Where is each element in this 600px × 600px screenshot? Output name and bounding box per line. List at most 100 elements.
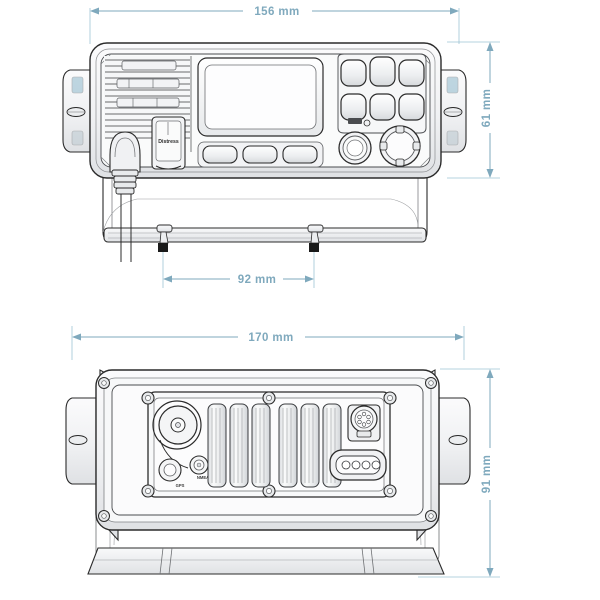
rear-left-knob bbox=[68, 435, 88, 445]
antenna-connector bbox=[152, 400, 202, 469]
distress-cover-inner bbox=[155, 120, 182, 162]
gps-label: GPS bbox=[176, 483, 185, 488]
accessory-pin-3 bbox=[361, 460, 371, 470]
softkey-button-1[interactable] bbox=[202, 145, 238, 164]
power-pin-1 bbox=[361, 411, 367, 417]
fin-5-body bbox=[300, 403, 320, 488]
corner-mark-br bbox=[419, 156, 431, 168]
bracket-curve-guide bbox=[102, 198, 419, 233]
nmea-label: NMEA bbox=[197, 475, 209, 480]
keypad-button-6[interactable] bbox=[398, 93, 425, 121]
corner-screw-bl-inner bbox=[101, 513, 107, 519]
right-bracket-tab-lower bbox=[446, 130, 459, 146]
antenna-pin bbox=[175, 422, 181, 428]
front-brand-mark bbox=[348, 118, 371, 127]
volume-knob[interactable] bbox=[338, 131, 372, 165]
keypad-button-3[interactable] bbox=[398, 59, 425, 87]
front-left-side-bracket bbox=[62, 69, 91, 153]
channel-knob-detent-bottom bbox=[395, 158, 405, 167]
power-pin-2 bbox=[366, 414, 371, 420]
front-mounting-bracket bbox=[102, 105, 428, 252]
fin-1-body bbox=[207, 403, 227, 488]
fin-5 bbox=[300, 403, 320, 488]
corner-mark-bl bbox=[100, 156, 112, 168]
channel-knob-detent-top bbox=[395, 125, 405, 134]
panel-screw-tl-inner bbox=[145, 395, 151, 401]
dimension-91mm: 91 mm bbox=[418, 368, 500, 578]
corner-screw-br-inner bbox=[428, 513, 434, 519]
channel-knob-mid bbox=[384, 130, 416, 162]
gps-connector-inner bbox=[163, 463, 177, 477]
keypad-button-5[interactable] bbox=[369, 93, 396, 121]
keypad bbox=[337, 53, 427, 134]
power-pin-4 bbox=[361, 422, 367, 427]
channel-knob[interactable] bbox=[379, 125, 421, 167]
dimension-label-61: 61 mm bbox=[481, 89, 493, 127]
fin-3-body bbox=[251, 403, 271, 488]
left-bracket-tab-lower bbox=[71, 130, 84, 146]
right-bracket-tab-upper bbox=[446, 76, 459, 94]
dimension-label-156: 156 mm bbox=[254, 6, 299, 18]
mic-strain-relief-3 bbox=[113, 181, 137, 189]
display-screen bbox=[204, 64, 317, 130]
distress-label: Distress bbox=[158, 139, 179, 145]
keypad-button-2[interactable] bbox=[369, 56, 396, 87]
accessory-pin-1 bbox=[341, 460, 351, 470]
rear-base-rib-left2 bbox=[168, 547, 173, 575]
softkey-button-2[interactable] bbox=[242, 145, 278, 164]
mounting-foot-right bbox=[307, 224, 324, 252]
accessory-pin-2 bbox=[351, 460, 361, 470]
dimension-label-170: 170 mm bbox=[248, 332, 293, 344]
lcd-display bbox=[197, 57, 324, 137]
distress-button[interactable]: Distress bbox=[151, 116, 186, 170]
rear-base-rib-right bbox=[361, 547, 366, 575]
power-connector bbox=[347, 404, 381, 442]
dimension-156mm: 156 mm bbox=[89, 6, 460, 44]
mounting-screw-left bbox=[158, 243, 168, 252]
nmea-connector: NMEA bbox=[189, 455, 209, 480]
foot-pad-left bbox=[156, 224, 173, 233]
front-view: 156 mm 61 mm bbox=[62, 6, 500, 288]
mounting-screw-right bbox=[309, 243, 319, 252]
power-pin-3 bbox=[366, 419, 371, 425]
power-pin-6 bbox=[357, 414, 362, 420]
body-inner-edge bbox=[95, 48, 436, 173]
fin-3 bbox=[251, 403, 271, 488]
power-connector-key bbox=[356, 430, 372, 438]
panel-screw-tr-inner bbox=[387, 395, 393, 401]
antenna-ring-sweep bbox=[159, 439, 189, 469]
panel-screw-bc-inner bbox=[266, 488, 272, 494]
dimension-61mm: 61 mm bbox=[447, 41, 500, 179]
mic-connector-inner bbox=[114, 137, 136, 158]
corner-screw-tl-inner bbox=[101, 380, 107, 386]
mounting-foot-left bbox=[156, 224, 173, 252]
rear-connector-panel: GPS NMEA bbox=[141, 391, 397, 498]
keypad-button-1[interactable] bbox=[340, 59, 367, 87]
grille-relief-3 bbox=[116, 97, 180, 108]
left-bracket-tab-upper bbox=[71, 76, 84, 94]
dimension-170mm: 170 mm bbox=[71, 326, 465, 360]
volume-knob-inner bbox=[346, 139, 364, 157]
rear-right-knob bbox=[448, 435, 468, 445]
power-pin-5 bbox=[357, 419, 362, 425]
dimension-92mm: 92 mm bbox=[162, 252, 315, 288]
panel-screw-bl-inner bbox=[145, 488, 151, 494]
rear-base-rib-right2 bbox=[370, 547, 375, 575]
mic-strain-relief-1 bbox=[111, 169, 139, 177]
mic-connector-shell bbox=[109, 131, 141, 173]
keypad-button-4[interactable] bbox=[340, 93, 367, 121]
rear-view: 170 mm 91 mm bbox=[65, 326, 500, 578]
mic-strain-relief-4 bbox=[115, 187, 135, 195]
accessory-pin-4 bbox=[371, 460, 381, 470]
fin-2-body bbox=[229, 403, 249, 488]
bracket-base-rail bbox=[103, 227, 427, 243]
fin-4-body bbox=[278, 403, 298, 488]
accessory-connector bbox=[329, 449, 387, 481]
brand-mark-block bbox=[348, 118, 362, 124]
mic-connector bbox=[109, 131, 141, 262]
grille-relief-1 bbox=[121, 60, 177, 71]
foot-pad-right bbox=[307, 224, 324, 233]
nmea-connector-pin bbox=[196, 462, 202, 468]
softkey-button-3[interactable] bbox=[282, 145, 318, 164]
